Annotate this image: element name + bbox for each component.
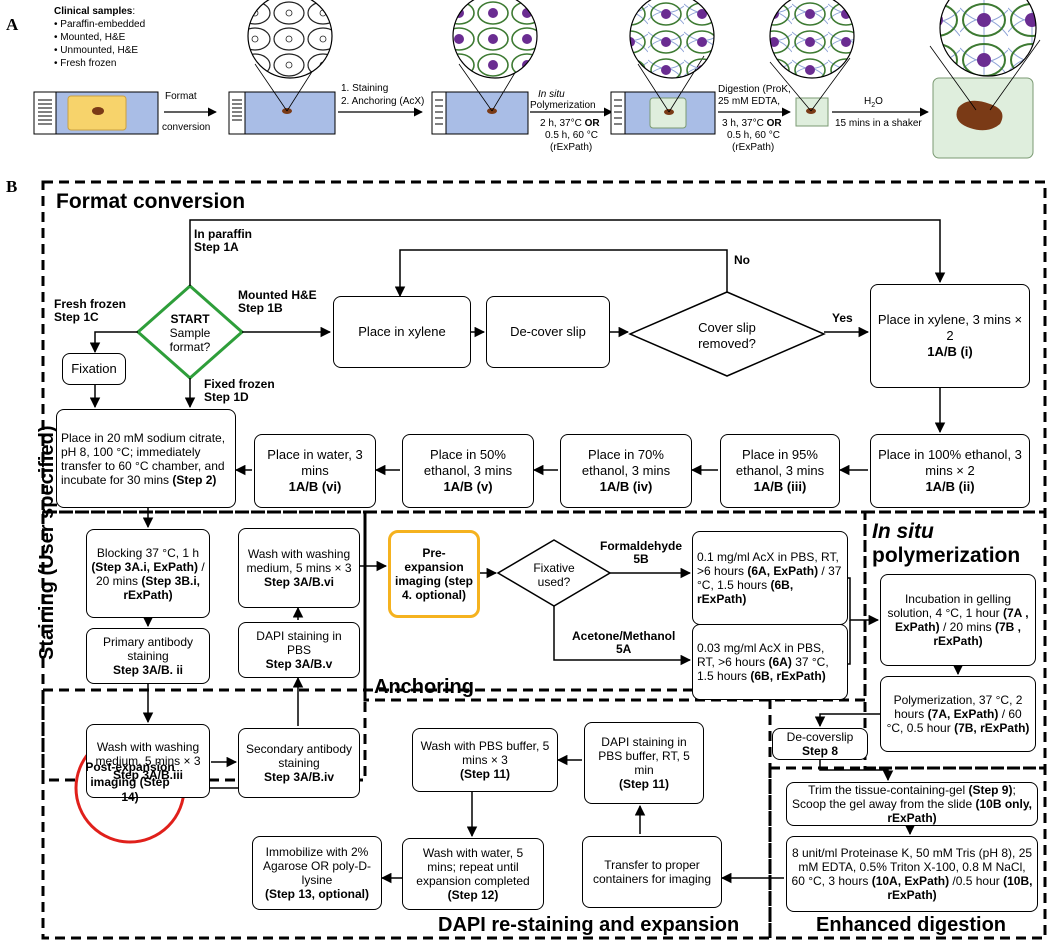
svg-text:2 h, 37°C OR: 2 h, 37°C OR (540, 118, 600, 129)
arrow3-italic: In situ (538, 89, 565, 100)
svg-text:H2O: H2O (864, 96, 883, 109)
section-restaining: DAPI re-staining and expansion (438, 914, 740, 936)
svg-text:Clinical samples:: Clinical samples: (54, 6, 135, 17)
arrow1-label: conversion (162, 122, 210, 133)
dapi2-box: DAPI staining in PBS buffer, RT, 5 min(S… (584, 722, 704, 804)
citrate-box: Place in 20 mM sodium citrate, pH 8, 100… (56, 409, 236, 508)
xylene-box: Place in xylene (333, 296, 471, 368)
post-imaging-label: Post-expansion imaging (Step 14) (85, 760, 175, 804)
sample-item: • Paraffin-embedded (54, 19, 145, 30)
gel-piece (769, 0, 855, 127)
arrow3-time: 2 h, 37°C (540, 118, 582, 129)
wash-pbs-box: Wash with PBS buffer, 5 mins × 3(Step 11… (412, 728, 558, 792)
trim-box: Trim the tissue-containing-gel (Step 9);… (786, 782, 1038, 826)
arrow3-top: Polymerization (530, 100, 596, 111)
cover-decision (628, 291, 826, 377)
slide-4 (610, 0, 716, 135)
samples-colon: : (132, 6, 135, 17)
label-no: No (734, 253, 750, 267)
water-o: O (875, 96, 883, 107)
arrow4-or: OR (767, 118, 783, 129)
label-yes: Yes (832, 311, 853, 325)
acx1-box: 0.1 mg/ml AcX in PBS, RT, >6 hours (6A, … (692, 531, 848, 625)
arrow3-time: 0.5 h, 60 °C (545, 130, 598, 141)
transfer-box: Transfer to proper containers for imagin… (582, 836, 722, 908)
wash-water-box: Wash with water, 5 mins; repeat until ex… (402, 838, 544, 910)
arrow3-time: (rExPath) (550, 142, 592, 153)
panel-b-label: B (6, 177, 17, 196)
immobilize-box: Immobilize with 2% Agarose OR poly-D-lys… (252, 836, 382, 910)
svg-text:3 h, 37°C OR: 3 h, 37°C OR (722, 118, 782, 129)
digestion-region (768, 766, 1047, 940)
slide-1 (33, 91, 159, 135)
arrow5-bottom: 15 mins in a shaker (835, 118, 922, 129)
acx2-box: 0.03 mg/ml AcX in PBS, RT, >6 hours (6A)… (692, 624, 848, 700)
insitu-region (863, 510, 1047, 770)
sample-item: • Unmounted, H&E (54, 45, 138, 56)
water-h: H (864, 96, 871, 107)
panel-a-label: A (6, 15, 19, 34)
arrow2-label: 1. Staining (341, 83, 388, 94)
polymerization-box: Polymerization, 37 °C, 2 hours (7A, ExPa… (880, 676, 1036, 752)
proteinase-box: 8 unit/ml Proteinase K, 50 mM Tris (pH 8… (786, 836, 1038, 912)
pre-imaging-box: Pre-expansion imaging (step 4. optional) (388, 530, 480, 618)
arrow4-top: 25 mM EDTA, (718, 96, 780, 107)
decover-box: De-cover slip (486, 296, 610, 368)
arrow4-top: Digestion (ProK, (718, 84, 791, 95)
arrow4-time: (rExPath) (732, 142, 774, 153)
slide-2 (228, 0, 336, 135)
restaining-region (41, 688, 772, 940)
sample-item: • Mounted, H&E (54, 32, 126, 43)
arrow4-time: 3 h, 37°C (722, 118, 764, 129)
blocking-box: Blocking 37 °C, 1 h (Step 3A.i, ExPath) … (86, 529, 210, 618)
fixation-box: Fixation (62, 353, 126, 385)
samples-title: Clinical samples (54, 6, 133, 17)
arrow4-time: 0.5 h, 60 °C (727, 130, 780, 141)
arrow1-label: Format (165, 91, 197, 102)
section-anchoring: Anchoring (374, 676, 474, 698)
expanded-gel (929, 0, 1041, 159)
slide-3 (431, 0, 538, 135)
water-sub: 2 (871, 102, 875, 109)
gelling-box: Incubation in gelling solution, 4 °C, 1 … (880, 574, 1036, 666)
svg-text:In situ: In situ (538, 89, 565, 100)
section-digestion: Enhanced digestion (816, 914, 1007, 936)
arrow3-or: OR (585, 118, 601, 129)
arrow2-label: 2. Anchoring (AcX) (341, 96, 424, 107)
section-format-conversion: Format conversion (56, 190, 246, 213)
sample-item: • Fresh frozen (54, 58, 116, 69)
